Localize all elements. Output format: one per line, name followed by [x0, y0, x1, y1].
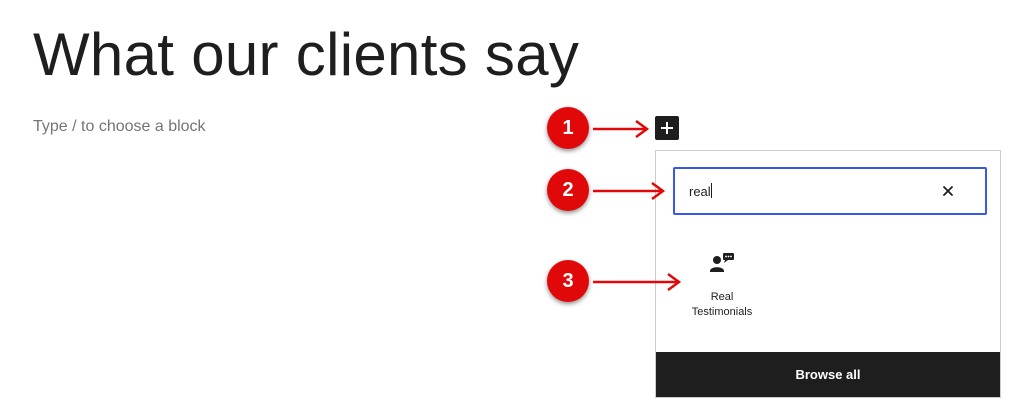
annotation-arrow-1: [593, 119, 650, 139]
plus-icon: [661, 122, 673, 134]
browse-all-button[interactable]: Browse all: [656, 352, 1000, 397]
close-icon: [943, 186, 953, 196]
block-label-line2: Testimonials: [691, 306, 753, 318]
step-badge-3: 3: [547, 260, 589, 302]
add-block-button[interactable]: [655, 116, 679, 140]
annotation-arrow-2: [593, 181, 666, 201]
block-result-real-testimonials[interactable]: Real Testimonials: [666, 247, 778, 331]
step-badge-2: 2: [547, 169, 589, 211]
person-speech-icon: [710, 253, 734, 272]
search-input[interactable]: [689, 183, 929, 199]
block-inserter-panel: Real Testimonials Browse all: [655, 150, 1001, 398]
page-title[interactable]: What our clients say: [33, 21, 580, 88]
step-badge-1: 1: [547, 107, 589, 149]
block-label-line1: Real: [710, 291, 734, 303]
search-box[interactable]: [673, 167, 987, 215]
clear-search-button[interactable]: [939, 182, 957, 200]
block-placeholder[interactable]: Type / to choose a block: [33, 118, 206, 135]
block-result-label: Real Testimonials: [677, 290, 767, 320]
text-caret: [711, 183, 712, 198]
annotation-arrow-3: [593, 272, 682, 292]
